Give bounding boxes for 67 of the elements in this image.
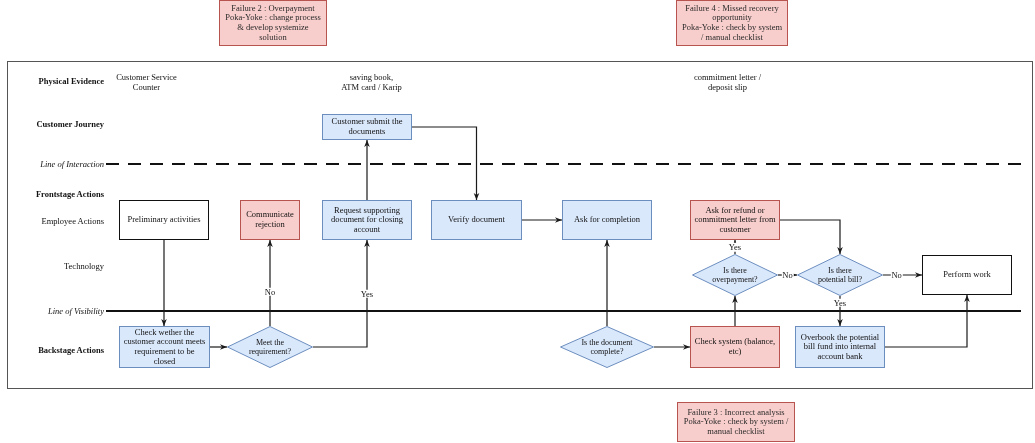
process-box	[562, 200, 652, 240]
step-text: Check wether the customer account meets requirement to be closed	[123, 327, 206, 367]
connector-arrow	[312, 239, 370, 348]
step-text: Preliminary activities	[127, 215, 201, 225]
connector-arrow	[604, 239, 610, 327]
divider-label: Line of Visibility	[46, 306, 104, 317]
failure-title: Failure 4 : Missed recovery opportunity	[684, 3, 780, 23]
decision-diamond	[227, 326, 313, 368]
edge-label: Yes	[727, 242, 743, 252]
process-box	[690, 326, 780, 368]
edge-label: Yes	[832, 298, 848, 307]
lane-label: Customer Journey	[35, 119, 104, 130]
edge-label: Yes	[359, 289, 375, 298]
step-text: Communicate rejection	[245, 210, 295, 230]
step-text: Ask for completion	[573, 215, 641, 225]
connector-arrow	[209, 344, 228, 350]
lane-label: Frontstage Actions	[34, 189, 104, 200]
failure-title: Failure 2 : Overpayment	[231, 3, 315, 14]
lane-label: Physical Evidence	[37, 76, 104, 87]
connector-arrow	[779, 219, 843, 255]
connector-arrow	[521, 217, 563, 223]
step-text: Verify document	[448, 215, 505, 225]
decision-text: Is the document complete?	[580, 338, 634, 356]
process-box	[795, 326, 885, 368]
process-box	[119, 200, 209, 240]
decision-text: Is there potential bill?	[816, 266, 864, 284]
process-box	[322, 114, 412, 140]
step-text: Perform work	[943, 270, 991, 280]
decision-text: Is there overpayment?	[711, 266, 759, 284]
step-text: Customer submit the documents	[330, 117, 404, 137]
edge-label: No	[781, 270, 794, 280]
evidence-text: Customer Service Counter	[115, 72, 178, 93]
failure-note-box	[219, 0, 327, 46]
step-text: Request supporting document for closing account	[329, 205, 405, 235]
step-text: Check system (balance, etc)	[694, 337, 776, 357]
process-box	[922, 255, 1012, 295]
lane-label: Backstage Actions	[37, 345, 104, 356]
connector-arrow	[364, 139, 370, 201]
edge-label: No	[890, 270, 903, 280]
step-text: Overbook the potential bill fund into internal account bank	[799, 332, 881, 362]
evidence-text: saving book, ATM card / Karip	[340, 72, 403, 93]
connector-arrow	[653, 344, 691, 350]
poka-yoke-note: Poka-Yoke : check by system / manual checklist	[682, 417, 790, 437]
decision-diamond	[692, 254, 778, 296]
evidence-text: commitment letter / deposit slip	[692, 72, 762, 93]
poka-yoke-note: Poka-Yoke : check by system / manual checklist	[680, 23, 784, 43]
sub-lane-label: Technology	[63, 261, 104, 272]
failure-title: Failure 3 : Incorrect analysis	[687, 407, 785, 418]
connector-arrow	[267, 239, 273, 327]
process-box	[431, 200, 522, 240]
failure-note-box	[676, 0, 788, 46]
connector-arrow	[884, 294, 970, 348]
failure-note-box	[677, 402, 795, 442]
decision-diamond	[797, 254, 883, 296]
decision-diamond	[560, 326, 654, 368]
divider-label: Line of Interaction	[39, 159, 104, 170]
poka-yoke-note: Poka-Yoke : change process & develop systemize solution	[224, 13, 322, 43]
connector-arrow	[732, 295, 738, 327]
decision-text: Meet the requirement?	[247, 338, 293, 356]
edge-label: No	[263, 287, 277, 296]
connector-arrow	[161, 239, 167, 327]
process-box	[240, 200, 300, 240]
process-box	[322, 200, 412, 240]
connector-arrow	[837, 295, 843, 327]
sub-lane-label: Employee Actions	[40, 216, 104, 227]
step-text: Ask for refund or commitment letter from customer	[694, 205, 776, 235]
connector-arrow	[411, 126, 480, 201]
